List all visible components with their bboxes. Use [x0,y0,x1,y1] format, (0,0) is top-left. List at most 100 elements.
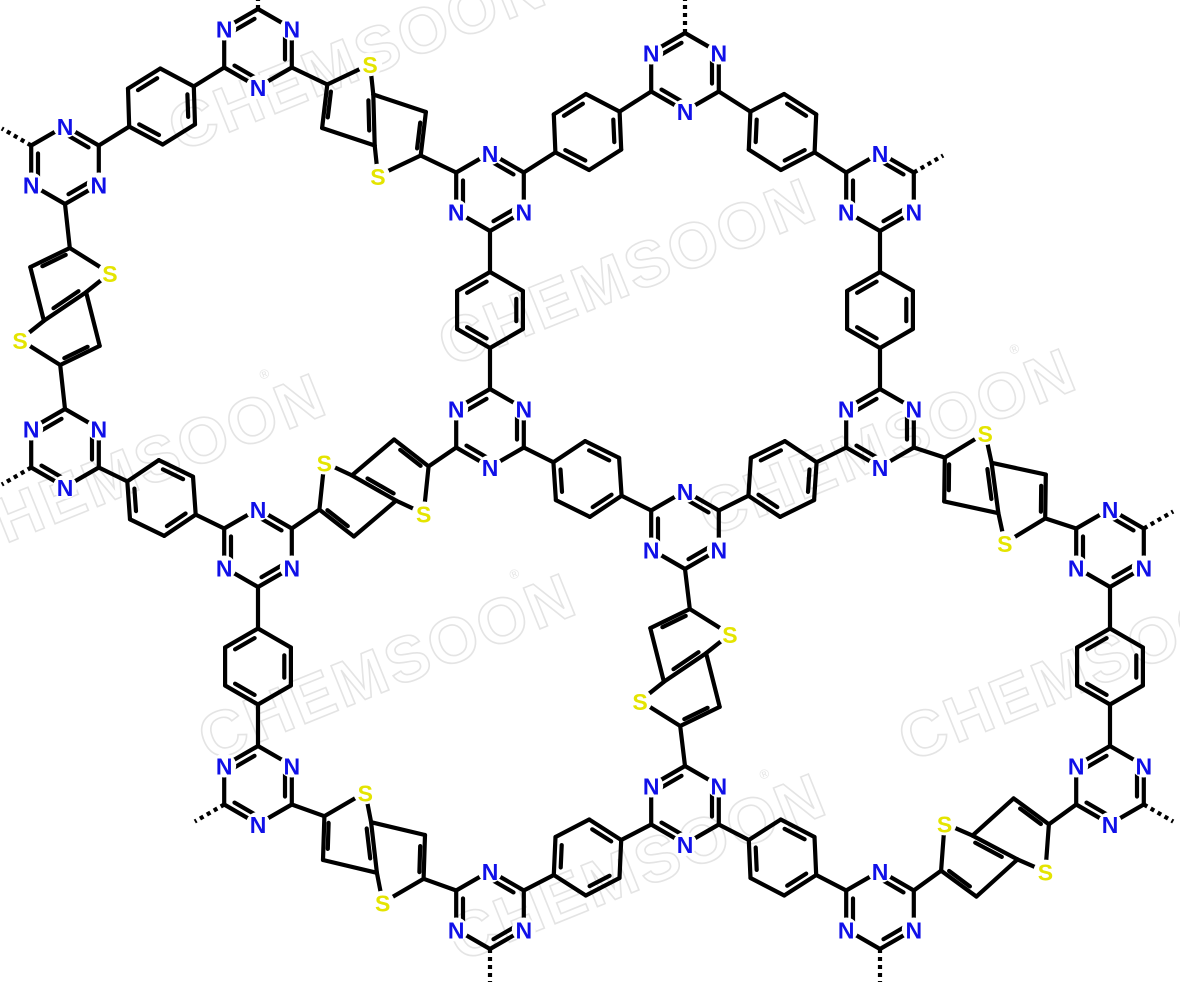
phenylene-double-bond [561,101,586,118]
aryl-link-bond [193,512,227,531]
aryl-link-bond [812,150,849,175]
sulfur-atom: S [362,52,377,78]
tt-bond [83,290,102,348]
sulfur-atom-mask [411,501,436,526]
nitrogen-atom-mask [511,199,536,224]
phenylene-bond [125,458,161,484]
phenylene-double-bond [185,92,191,120]
triazine-double-bond [491,207,516,224]
triazine-double-bond [464,443,489,460]
phenylene-double-bond [233,681,257,698]
tt-bond [1011,796,1052,827]
phenylene-double-bond [558,467,565,494]
phenylene-bond [455,269,493,294]
nitrogen-atom-mask [1131,753,1156,778]
nitrogen-atom-mask [511,917,536,942]
thienyl-link-bond [426,445,459,469]
phenylene-double-bond [753,117,759,145]
sulfur-atom: S [12,328,27,354]
phenylene-double-bond [465,325,489,341]
phenylene-double-bond [563,148,588,163]
nitrogen-atom-mask [1064,753,1089,778]
phenylene-bond [582,439,622,460]
nitrogen-atom: N [905,200,922,226]
watermark: CHEMSOON ® [187,557,587,776]
phenylene-bond [586,147,624,173]
phenylene-bond [812,112,819,155]
tt-double-bond [671,650,701,672]
sulfur-atom: S [416,502,431,528]
thienyl-link-bond [58,362,68,412]
sulfur-atom-mask [97,261,122,286]
phenylene-bond [551,872,588,898]
sulfur-atom-mask [973,421,998,445]
phenylene-double-bond [784,101,809,118]
aryl-link-bond [521,150,558,175]
thienyl-link-bond [289,65,330,87]
thienyl-link-bond [682,566,692,612]
nitrogen-atom-mask [53,114,77,138]
sulfur-atom: S [317,451,332,477]
triazine-double-bond [39,463,64,480]
tt-bond [320,857,379,875]
phenylene-bond [125,66,163,91]
tt-double-bond [946,868,973,889]
phenylene-double-bond [854,325,879,341]
phenylene-bond [583,875,622,898]
nitrogen-atom: N [216,754,233,780]
nitrogen-atom-mask [478,859,502,883]
triazine-double-bond [491,160,516,177]
phenylene-bond [1074,683,1113,707]
thienyl-link-bond [289,507,322,531]
triazine-double-bond [881,160,906,177]
aryl-link-bond [96,465,130,484]
triazine-double-bond [464,396,489,413]
nitrogen-atom: N [643,41,660,67]
polymer-extension-bond [193,802,226,824]
thienyl-link-bond [289,802,327,819]
nitrogen-atom: N [23,417,40,443]
nitrogen-atom: N [1068,556,1085,582]
triazine-double-bond [232,16,257,33]
nitrogen-atom-mask [246,812,270,836]
phenylene-bond [877,269,916,294]
phenylene-bond [782,872,819,898]
tt-double-bond [973,840,1004,860]
tt-double-bond [366,98,372,133]
triazine-double-bond [1111,516,1136,533]
phenylene-bond [487,269,526,294]
phenylene-double-bond [132,486,139,514]
tt-bond [942,499,1001,516]
tt-bond [320,125,377,148]
nitrogen-atom-mask [901,199,926,224]
nitrogen-atom: N [448,397,465,423]
nitrogen-atom: N [57,114,74,140]
tt-bond [320,82,330,131]
nitrogen-atom-mask [86,416,111,441]
phenylene-bond [551,460,559,503]
tt-fused-bond [989,460,1001,516]
nitrogen-atom-mask [1064,555,1089,580]
triazine-double-bond [259,563,284,580]
thienyl-link-bond [1043,516,1079,531]
phenylene-bond [777,498,817,520]
tt-double-bond [325,508,350,529]
aryl-link-bond [619,822,654,843]
nitrogen-atom: N [283,556,300,582]
phenylene-bond [587,493,624,520]
triazine-double-bond [881,207,906,224]
sulfur-atom-mask [932,811,957,836]
triazine-double-bond [259,516,284,533]
phenylene-bond [190,474,198,517]
thienyl-link-bond [911,445,947,460]
triazine-double-bond [66,180,91,197]
phenylene-bond [746,493,783,520]
aryl-link-bond [716,822,751,843]
nitrogen-atom: N [216,556,233,582]
tt-bond [58,343,102,368]
tt-double-bond [51,289,81,311]
sulfur-atom-mask [365,163,390,188]
tt-fused-bond [661,651,709,684]
nitrogen-atom-mask [246,497,270,521]
triazine-double-bond [854,396,879,413]
